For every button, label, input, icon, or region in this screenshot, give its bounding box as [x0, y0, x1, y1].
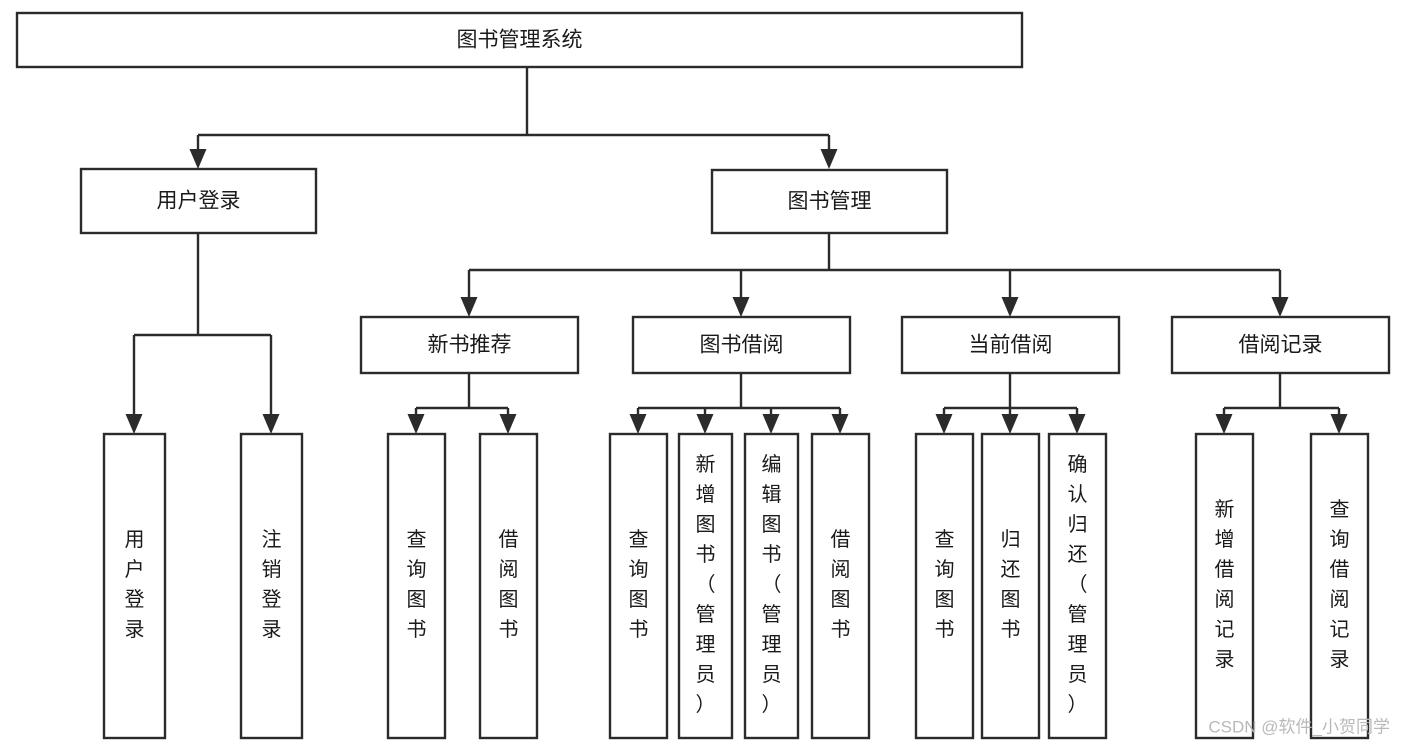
- arrow-head-icon: [1215, 414, 1233, 434]
- arrow-head-icon: [407, 414, 425, 434]
- node-box[interactable]: [102, 432, 167, 740]
- node-leaf-leaf-query-book-borrow[interactable]: 查询图书: [608, 432, 669, 740]
- node-label: 注销登录: [262, 528, 282, 641]
- node-leaf-leaf-user-login[interactable]: 用户登录: [102, 432, 167, 740]
- connector-current-borrow-to-leaves: [935, 373, 1086, 434]
- node-label: 查询图书: [935, 528, 955, 641]
- node-box[interactable]: [743, 432, 800, 740]
- arrow-head-icon: [831, 414, 849, 434]
- node-box[interactable]: [79, 167, 318, 235]
- connector-book-manage-to-level3: [460, 233, 1289, 317]
- arrow-head-icon: [499, 414, 517, 434]
- node-leaf-leaf-query-book-rec[interactable]: 查询图书: [386, 432, 447, 740]
- node-box[interactable]: [980, 432, 1041, 740]
- watermark-label: CSDN @软件_小贺同学: [1208, 717, 1390, 736]
- node-box[interactable]: [1309, 432, 1370, 740]
- node-level3-new-book-recommend[interactable]: 新书推荐: [359, 315, 580, 375]
- connector-layer: [125, 67, 1348, 434]
- node-leaf-leaf-confirm-return[interactable]: 确认归还（管理员）: [1047, 432, 1108, 740]
- node-level3-book-borrow[interactable]: 图书借阅: [631, 315, 852, 375]
- node-leaf-leaf-add-book[interactable]: 新增图书（管理员）: [677, 432, 734, 740]
- arrow-head-icon: [460, 297, 478, 317]
- node-label: 借阅图书: [499, 528, 519, 641]
- node-box[interactable]: [1047, 432, 1108, 740]
- node-box[interactable]: [15, 11, 1024, 69]
- node-box[interactable]: [386, 432, 447, 740]
- node-layer: 图书管理系统用户登录图书管理新书推荐图书借阅当前借阅借阅记录用户登录注销登录查询…: [15, 11, 1391, 740]
- node-box[interactable]: [710, 168, 949, 235]
- arrow-head-icon: [732, 297, 750, 317]
- node-label: 用户登录: [125, 529, 145, 641]
- node-label: 用户登录: [157, 190, 241, 213]
- node-label: 新增图书（管理员）: [696, 453, 716, 716]
- node-label: 查询借阅记录: [1330, 498, 1350, 671]
- node-box[interactable]: [239, 432, 304, 740]
- node-level3-current-borrow[interactable]: 当前借阅: [900, 315, 1121, 375]
- arrow-head-icon: [125, 414, 143, 434]
- node-label: 新书推荐: [428, 334, 512, 357]
- arrow-head-icon: [629, 414, 647, 434]
- node-label: 借阅图书: [831, 528, 851, 641]
- arrow-head-icon: [935, 414, 953, 434]
- arrow-head-icon: [189, 149, 207, 169]
- connector-user-login-to-leaves: [125, 233, 280, 434]
- node-leaf-leaf-return-book[interactable]: 归还图书: [980, 432, 1041, 740]
- node-leaf-leaf-logout[interactable]: 注销登录: [239, 432, 304, 740]
- node-leaf-leaf-query-book-current[interactable]: 查询图书: [914, 432, 975, 740]
- node-leaf-leaf-borrow-book-rec[interactable]: 借阅图书: [478, 432, 539, 740]
- node-box[interactable]: [631, 315, 852, 375]
- node-label: 确认归还（管理员）: [1068, 453, 1088, 716]
- arrow-head-icon: [1068, 414, 1086, 434]
- arrow-head-icon: [820, 149, 838, 169]
- node-label: 编辑图书（管理员）: [762, 453, 782, 716]
- connector-root-to-level2: [189, 67, 838, 169]
- node-box[interactable]: [1194, 432, 1255, 740]
- arrow-head-icon: [1271, 297, 1289, 317]
- node-leaf-leaf-edit-book[interactable]: 编辑图书（管理员）: [743, 432, 800, 740]
- arrow-head-icon: [262, 414, 280, 434]
- node-label: 归还图书: [1001, 528, 1021, 641]
- arrow-head-icon: [696, 414, 714, 434]
- connector-borrow-record-to-leaves: [1215, 373, 1348, 434]
- arrow-head-icon: [1001, 414, 1019, 434]
- node-box[interactable]: [359, 315, 580, 375]
- node-leaf-leaf-query-borrow-record[interactable]: 查询借阅记录: [1309, 432, 1370, 740]
- connector-book-borrow-to-leaves: [629, 373, 849, 434]
- node-label: 查询图书: [629, 528, 649, 641]
- node-box[interactable]: [478, 432, 539, 740]
- arrow-head-icon: [762, 414, 780, 434]
- node-level2-book-manage[interactable]: 图书管理: [710, 168, 949, 235]
- node-label: 借阅记录: [1239, 334, 1323, 357]
- node-label: 图书管理系统: [457, 29, 583, 52]
- node-label: 当前借阅: [969, 334, 1053, 357]
- node-level2-user-login[interactable]: 用户登录: [79, 167, 318, 235]
- node-box[interactable]: [900, 315, 1121, 375]
- arrow-head-icon: [1330, 414, 1348, 434]
- node-label: 查询图书: [407, 528, 427, 641]
- node-root-root[interactable]: 图书管理系统: [15, 11, 1024, 69]
- node-box[interactable]: [677, 432, 734, 740]
- node-box[interactable]: [914, 432, 975, 740]
- arrow-head-icon: [1001, 297, 1019, 317]
- node-label: 图书管理: [788, 190, 872, 213]
- connector-new-book-to-leaves: [407, 373, 517, 434]
- node-box[interactable]: [1170, 315, 1391, 375]
- node-box[interactable]: [608, 432, 669, 740]
- node-box[interactable]: [810, 432, 871, 740]
- node-label: 图书借阅: [700, 334, 784, 357]
- node-leaf-leaf-borrow-book[interactable]: 借阅图书: [810, 432, 871, 740]
- node-label: 新增借阅记录: [1215, 498, 1235, 671]
- node-level3-borrow-record[interactable]: 借阅记录: [1170, 315, 1391, 375]
- node-leaf-leaf-add-borrow-record[interactable]: 新增借阅记录: [1194, 432, 1255, 740]
